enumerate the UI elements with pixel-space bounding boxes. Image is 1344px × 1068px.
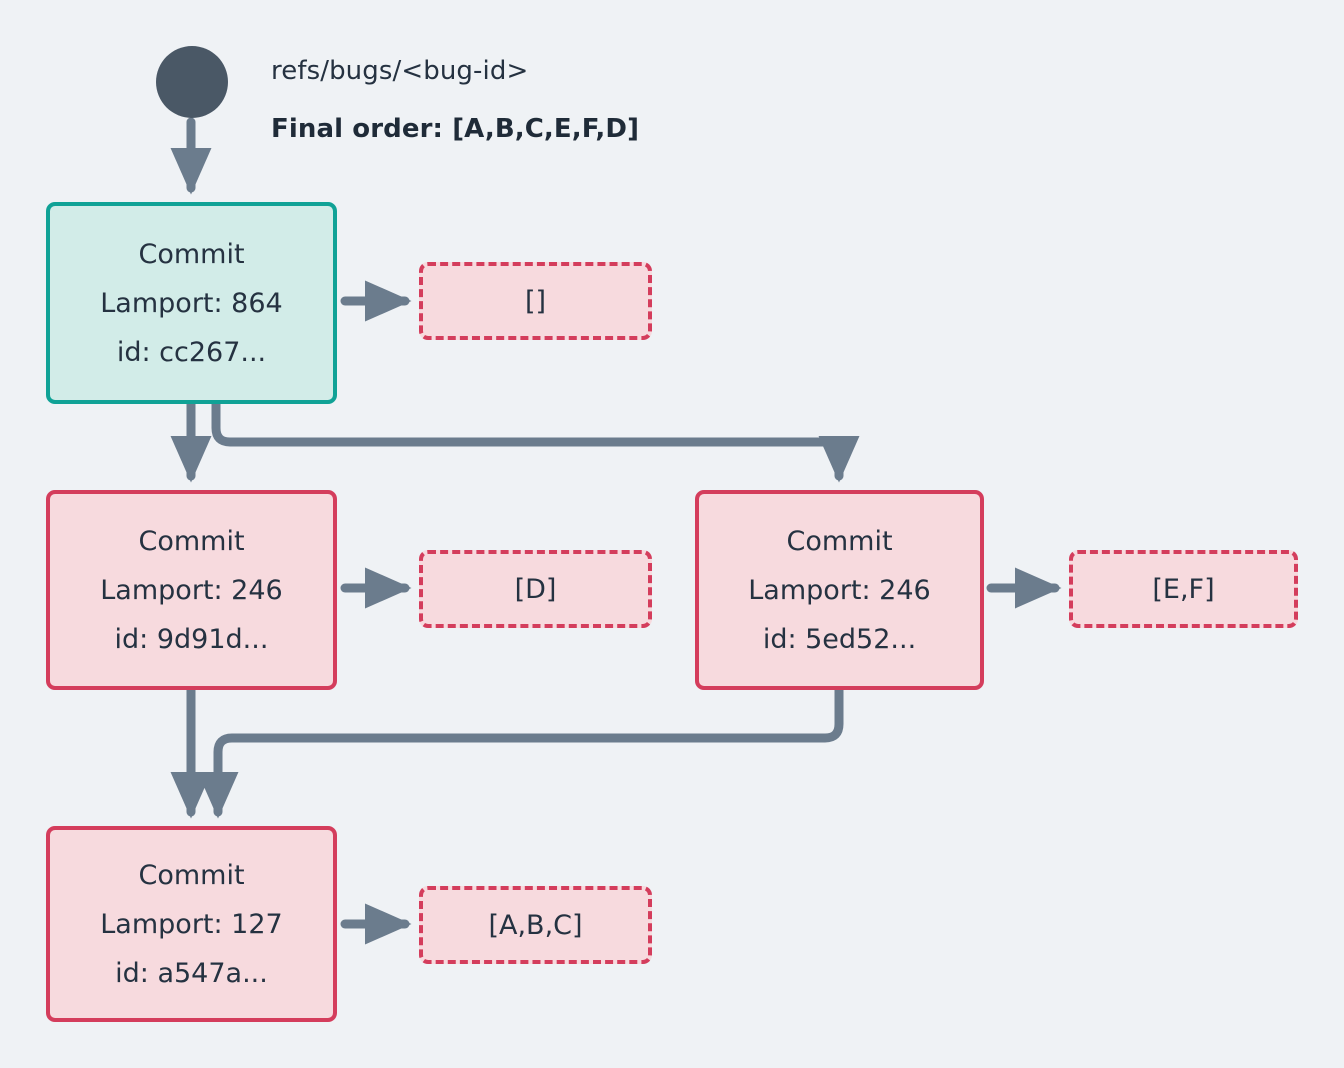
edge-head-to-right-mid: [211, 399, 860, 483]
ops-label: [D]: [514, 573, 557, 605]
ref-path-label: refs/bugs/<bug-id>: [271, 56, 529, 86]
commit-lamport: Lamport: 246: [748, 574, 931, 606]
commit-lamport: Lamport: 864: [100, 287, 283, 319]
ops-box-head[interactable]: []: [419, 262, 652, 340]
edge-right-mid-to-bottom: [197, 685, 844, 819]
commit-hash: id: a547a...: [115, 957, 268, 989]
commit-title: Commit: [786, 525, 893, 557]
ops-label: [A,B,C]: [488, 909, 583, 941]
ops-box-right-mid[interactable]: [E,F]: [1069, 550, 1298, 628]
ops-box-left-mid[interactable]: [D]: [419, 550, 652, 628]
commit-node-right-mid[interactable]: Commit Lamport: 246 id: 5ed52...: [695, 490, 984, 690]
ops-label: [E,F]: [1152, 573, 1215, 605]
commit-hash: id: 5ed52...: [762, 623, 917, 655]
commit-lamport: Lamport: 246: [100, 574, 283, 606]
commit-title: Commit: [138, 859, 245, 891]
ops-label: []: [524, 285, 547, 317]
commit-node-bottom[interactable]: Commit Lamport: 127 id: a547a...: [46, 826, 337, 1022]
root-ref-dot: [156, 46, 228, 118]
ops-box-bottom[interactable]: [A,B,C]: [419, 886, 652, 964]
commit-lamport: Lamport: 127: [100, 908, 283, 940]
final-order-label: Final order: [A,B,C,E,F,D]: [271, 114, 640, 144]
commit-node-left-mid[interactable]: Commit Lamport: 246 id: 9d91d...: [46, 490, 337, 690]
commit-node-head[interactable]: Commit Lamport: 864 id: cc267...: [46, 202, 337, 404]
commit-hash: id: cc267...: [116, 336, 267, 368]
commit-title: Commit: [138, 238, 245, 270]
commit-hash: id: 9d91d...: [114, 623, 269, 655]
commit-title: Commit: [138, 525, 245, 557]
